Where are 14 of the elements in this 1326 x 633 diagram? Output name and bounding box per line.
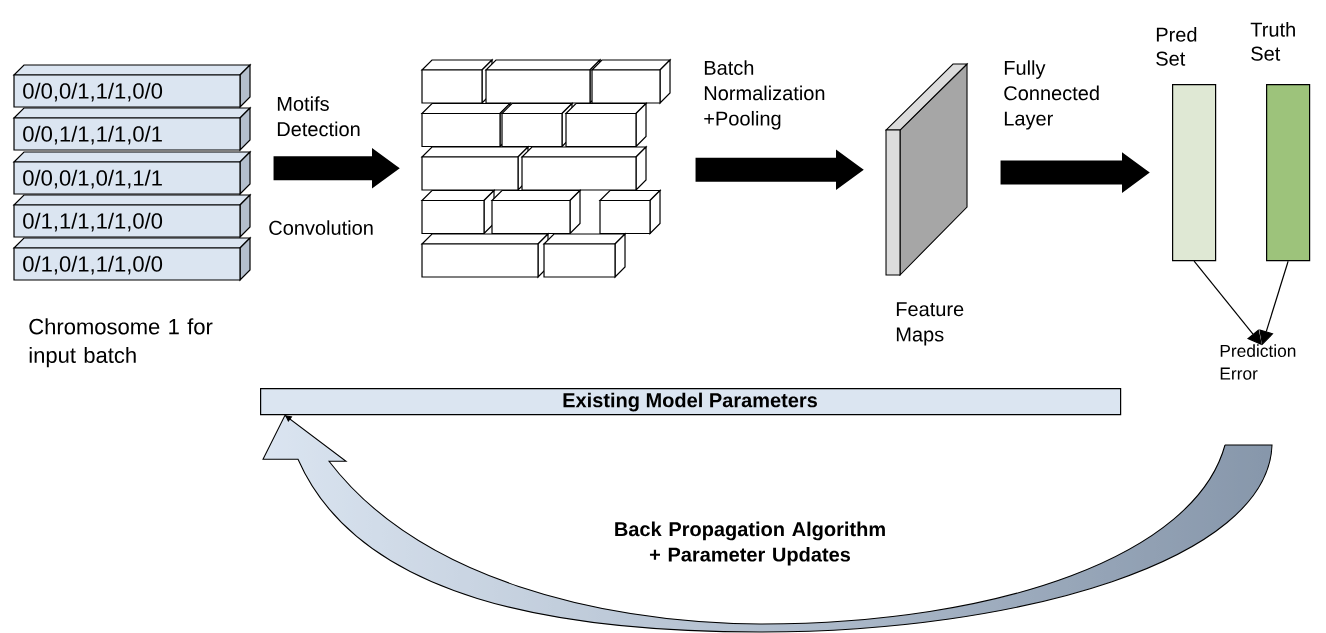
edge-label: Batch Normalization +Pooling [704,60,825,130]
output-bar: Truth Set [1250,22,1311,262]
node-label: Pred Set [1156,27,1197,66]
output-bar: Pred Set [1156,27,1217,262]
edge-label: Motifs Detection [277,96,360,137]
edge-label: Back Propagation Algorithm + Parameter Updates [615,521,885,566]
parameter-bar: Existing Model Parameters [260,388,1122,416]
error-label: Prediction Error [1220,344,1296,380]
curved-feedback-arrow [262,414,1273,633]
node-label: Truth Set [1250,22,1295,61]
node-caption: Feature Maps [896,302,964,346]
text-label: Chromosome 1 for input batch [29,318,213,368]
edge-label: Fully Connected Layer [1004,60,1099,130]
text-label: Convolution [269,220,373,235]
